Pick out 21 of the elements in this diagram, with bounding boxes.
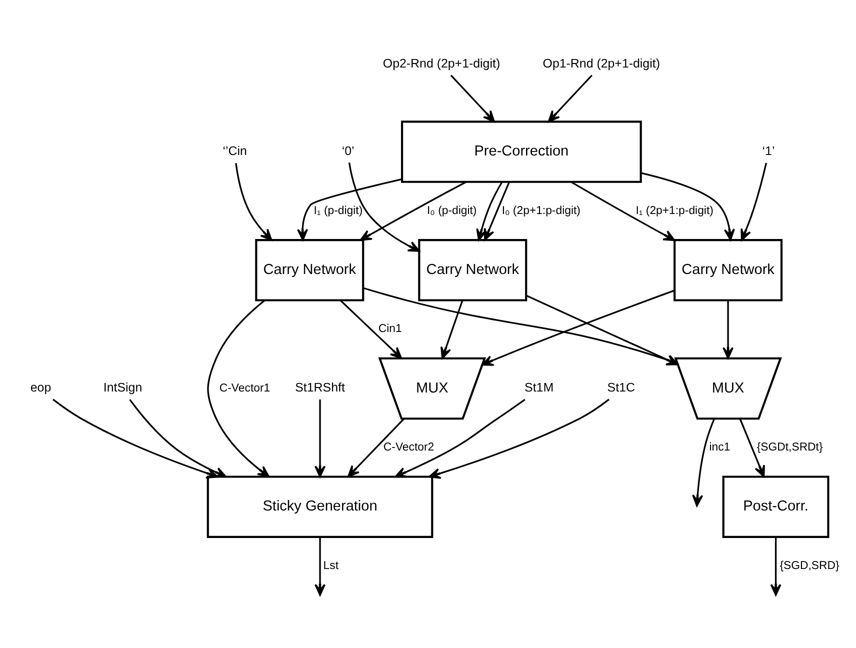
edge-label: I₁ (p-digit) <box>314 204 363 216</box>
edge-label: I₁ (2p+1:p-digit) <box>636 204 714 216</box>
edge-label: C-Vector1 <box>219 382 270 394</box>
edge-label: {SGDt,SRDt} <box>756 441 823 454</box>
edge-label: Lst <box>323 559 339 572</box>
node-text: St1M <box>524 380 554 394</box>
node-text: ‘’Cin <box>222 144 247 158</box>
node-text: Op1-Rnd (2p+1-digit) <box>542 56 660 70</box>
node-text: Op2-Rnd (2p+1-digit) <box>382 56 500 70</box>
node-text: ‘0’ <box>342 144 354 158</box>
node-text: ‘1’ <box>762 144 775 158</box>
node-text: St1RShft <box>295 380 345 394</box>
edge-label: C-Vector2 <box>383 441 434 454</box>
node-text: eop <box>30 380 52 394</box>
edge-label: I₀ (2p+1:p-digit) <box>502 204 580 216</box>
edge-label: I₀ (p-digit) <box>427 204 477 216</box>
edge-label: {SGD,SRD} <box>780 559 840 572</box>
edge-label: Cin1 <box>378 322 402 335</box>
node-text: IntSign <box>103 380 142 394</box>
edge-label: inc1 <box>709 441 730 454</box>
node-text: St1C <box>607 380 635 394</box>
